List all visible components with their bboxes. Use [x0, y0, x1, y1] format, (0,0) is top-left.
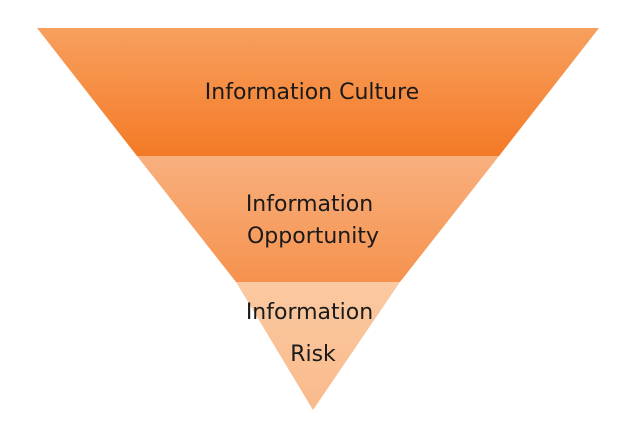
tier-opportunity-label-line-1: Information	[246, 192, 373, 217]
tier-culture-label: Information Culture	[205, 80, 419, 105]
tier-risk-label-line-1: Information	[246, 300, 373, 325]
tier-opportunity-shape	[137, 156, 499, 282]
tier-risk-shape	[236, 282, 400, 410]
tier-culture-label-line: Information Culture	[205, 80, 419, 105]
tier-opportunity-label-line-2: Opportunity	[247, 224, 379, 249]
tier-risk-label: Information Risk	[246, 300, 380, 367]
tier-risk-label-line-2: Risk	[290, 342, 336, 367]
tier-opportunity-label: Information Opportunity	[246, 192, 380, 249]
tier-culture-shape	[37, 28, 599, 156]
